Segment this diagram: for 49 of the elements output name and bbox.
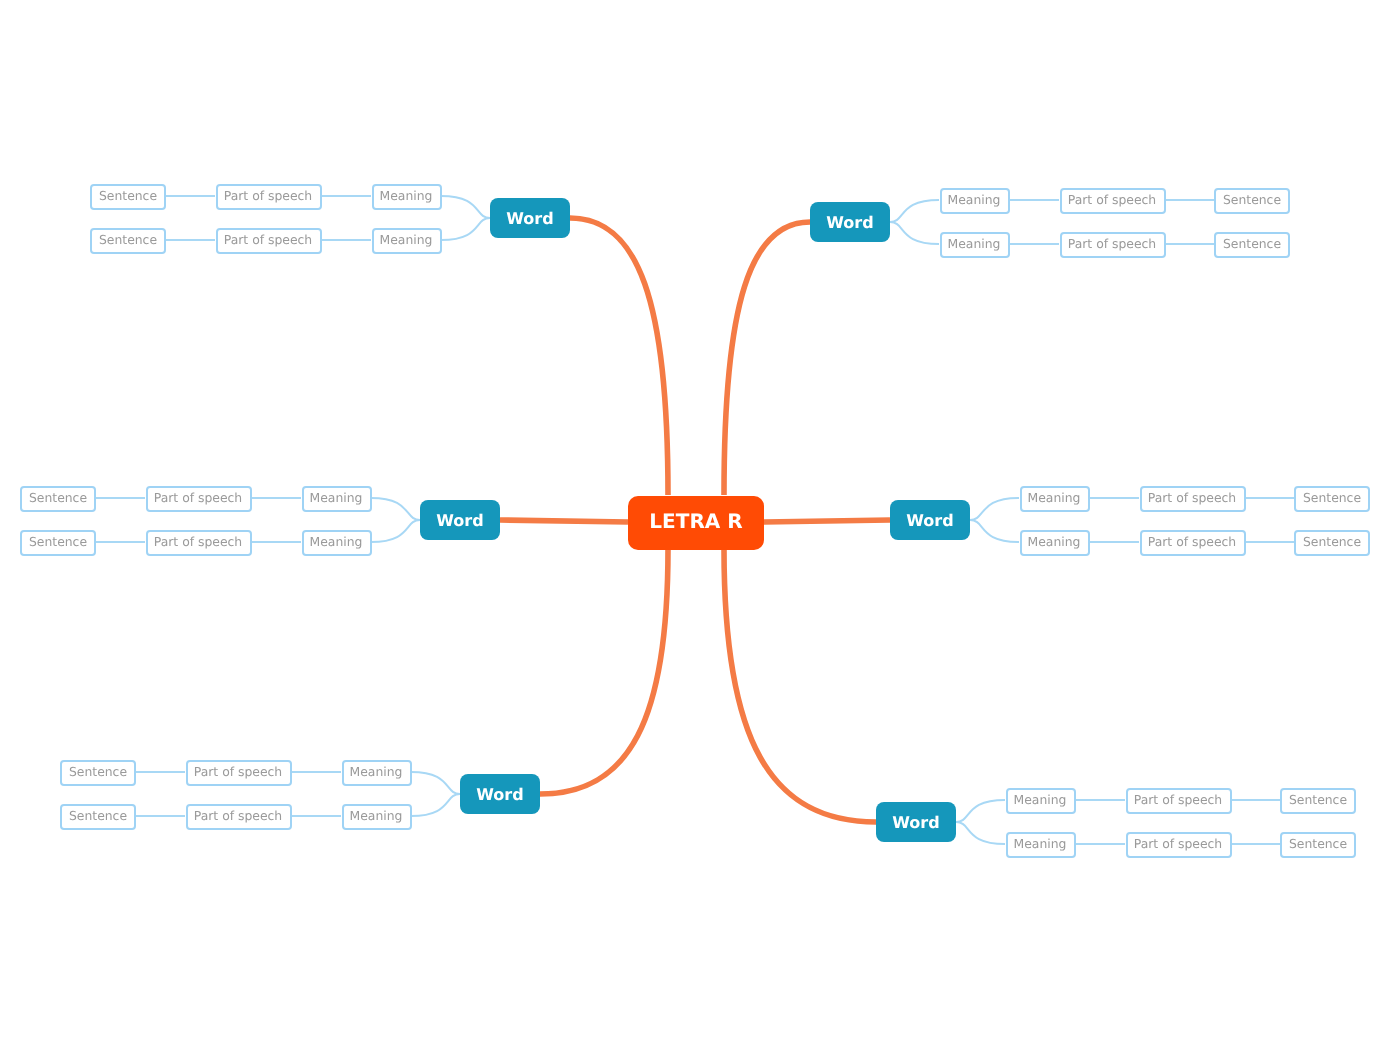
connector-line [410,793,461,817]
connector-line [889,199,940,223]
central-topic-box: LETRA R [628,495,764,549]
connector-line [95,541,146,543]
connector-line [955,799,1006,823]
connector-line [250,541,302,543]
connector-line [721,219,811,496]
connector-line [290,771,342,773]
connector-line [539,548,671,797]
connector-line [763,517,891,525]
connector-line [1164,199,1215,201]
connector-line [889,221,940,245]
connector-line [721,548,877,825]
connector-line [165,239,216,241]
connector-line [1244,541,1295,543]
connector-line [1008,199,1060,201]
topic-box: Word [890,500,970,540]
connector-line [969,519,1020,543]
connector-line [499,517,629,525]
connector-line [1244,497,1295,499]
connector-line [1088,497,1140,499]
connector-line [165,195,216,197]
connector-line [969,497,1020,521]
topic-box: Word [810,202,890,242]
connector-line [410,771,461,795]
connector-line [135,815,186,817]
connector-line [370,519,421,543]
connector-line [440,195,491,219]
connector-line [1230,799,1281,801]
connector-line [250,497,302,499]
connector-line [569,215,671,496]
connector-line [440,217,491,241]
connector-line [320,239,372,241]
topic-box: Word [420,500,500,540]
connector-line [290,815,342,817]
connector-line [1230,843,1281,845]
connector-line [1088,541,1140,543]
topic-box: Word [490,198,570,238]
topic-box: Word [876,802,956,842]
connector-line [320,195,372,197]
connector-line [95,497,146,499]
connector-line [1074,843,1126,845]
connector-line [370,497,421,521]
connector-line [955,821,1006,845]
connector-line [135,771,186,773]
connector-line [1074,799,1126,801]
connector-line [1008,243,1060,245]
topic-box: Word [460,774,540,814]
connector-line [1164,243,1215,245]
